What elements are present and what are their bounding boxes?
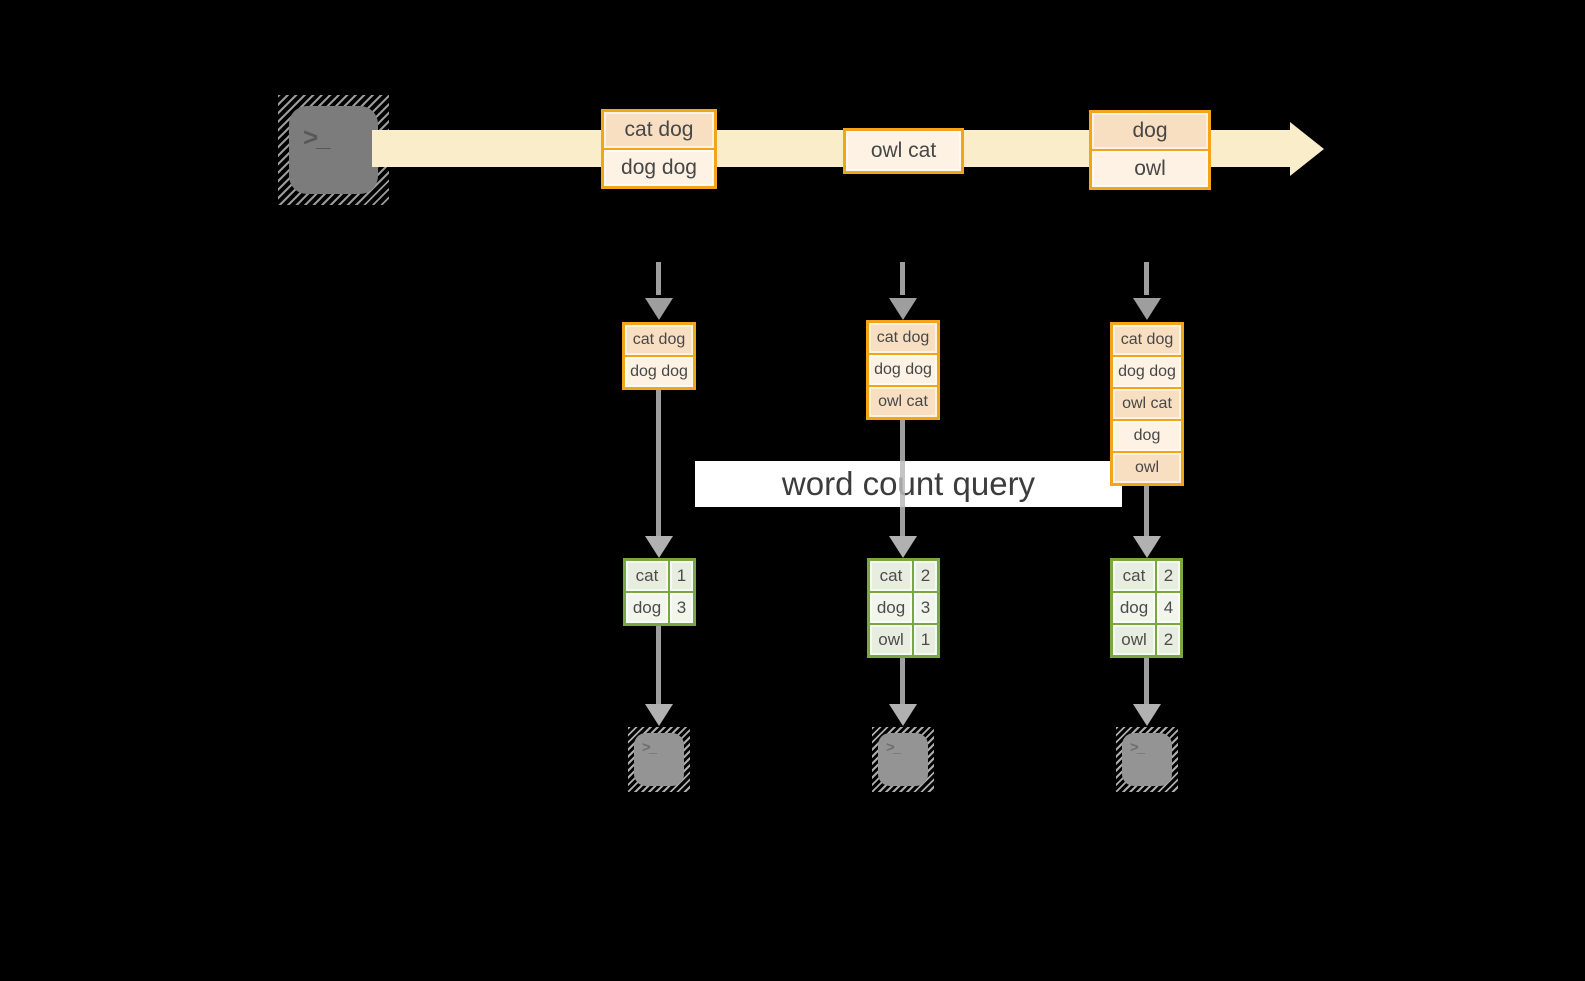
table-row: owl 2: [1113, 625, 1180, 655]
arrow-line: [900, 420, 905, 536]
batch-word: cat dog: [604, 112, 714, 148]
source-terminal-icon: >_: [278, 95, 389, 205]
count-word: dog: [1113, 593, 1155, 623]
arrowhead-icon: [889, 536, 917, 558]
prompt-glyph: >_: [303, 122, 331, 152]
arrow-line: [1144, 658, 1149, 704]
count-value: 1: [914, 625, 937, 655]
count-table-1: cat 1 dog 3: [623, 558, 696, 626]
count-value: 2: [1157, 625, 1180, 655]
batch-word: dog: [1092, 113, 1208, 149]
table-row: dog 4: [1113, 593, 1180, 623]
count-value: 2: [1157, 561, 1180, 591]
buffer-word: cat dog: [625, 325, 693, 355]
buffer-word: owl cat: [1113, 389, 1181, 419]
count-word: cat: [1113, 561, 1155, 591]
buffer-word: dog dog: [869, 355, 937, 385]
buffer-stack-1: cat dog dog dog: [622, 322, 696, 390]
buffer-word: dog: [1113, 421, 1181, 451]
arrowhead-icon: [645, 536, 673, 558]
count-value: 2: [914, 561, 937, 591]
query-banner-label: word count query: [781, 465, 1036, 502]
batch-word: dog dog: [604, 150, 714, 186]
dashed-arrowhead-icon: [889, 298, 917, 320]
prompt-glyph: >_: [642, 739, 657, 756]
count-word: dog: [626, 593, 668, 623]
count-word: owl: [1113, 625, 1155, 655]
dashed-arrow-line: [656, 262, 661, 295]
stream-batch-3: dog owl: [1089, 110, 1211, 190]
stream-batch-2: owl cat: [843, 128, 964, 174]
arrow-line: [656, 626, 661, 704]
batch-word: owl cat: [846, 131, 961, 171]
buffer-word: cat dog: [1113, 325, 1181, 355]
terminal-screen: >_: [1122, 733, 1172, 786]
sink-terminal-icon: >_: [1116, 727, 1178, 792]
table-row: cat 2: [1113, 561, 1180, 591]
sink-terminal-icon: >_: [628, 727, 690, 792]
dashed-arrowhead-icon: [645, 298, 673, 320]
buffer-stack-2: cat dog dog dog owl cat: [866, 320, 940, 420]
count-table-3: cat 2 dog 4 owl 2: [1110, 558, 1183, 658]
query-banner: word count query: [695, 461, 1122, 507]
count-value: 3: [914, 593, 937, 623]
batch-word: owl: [1092, 151, 1208, 187]
arrow-line: [656, 390, 661, 536]
terminal-screen: >_: [634, 733, 684, 786]
arrow-line: [900, 658, 905, 704]
buffer-stack-3: cat dog dog dog owl cat dog owl: [1110, 322, 1184, 486]
buffer-word: dog dog: [625, 357, 693, 387]
table-row: owl 1: [870, 625, 937, 655]
dashed-arrow-line: [900, 262, 905, 295]
count-value: 3: [670, 593, 693, 623]
table-row: cat 1: [626, 561, 693, 591]
count-table-2: cat 2 dog 3 owl 1: [867, 558, 940, 658]
buffer-word: dog dog: [1113, 357, 1181, 387]
count-value: 4: [1157, 593, 1180, 623]
terminal-screen: >_: [878, 733, 928, 786]
count-word: cat: [626, 561, 668, 591]
terminal-screen: >_: [289, 106, 378, 194]
stream-batch-1: cat dog dog dog: [601, 109, 717, 189]
prompt-glyph: >_: [886, 739, 901, 756]
sink-terminal-icon: >_: [872, 727, 934, 792]
table-row: dog 3: [870, 593, 937, 623]
arrowhead-icon: [1133, 704, 1161, 726]
prompt-glyph: >_: [1130, 739, 1145, 756]
count-word: owl: [870, 625, 912, 655]
arrowhead-icon: [889, 704, 917, 726]
arrow-line: [1144, 486, 1149, 536]
arrowhead-icon: [1133, 536, 1161, 558]
count-word: cat: [870, 561, 912, 591]
stream-arrowhead-icon: [1290, 122, 1324, 176]
arrowhead-icon: [645, 704, 673, 726]
buffer-word: cat dog: [869, 323, 937, 353]
count-value: 1: [670, 561, 693, 591]
dashed-arrowhead-icon: [1133, 298, 1161, 320]
count-word: dog: [870, 593, 912, 623]
buffer-word: owl cat: [869, 387, 937, 417]
table-row: dog 3: [626, 593, 693, 623]
dashed-arrow-line: [1144, 262, 1149, 295]
buffer-word: owl: [1113, 453, 1181, 483]
table-row: cat 2: [870, 561, 937, 591]
